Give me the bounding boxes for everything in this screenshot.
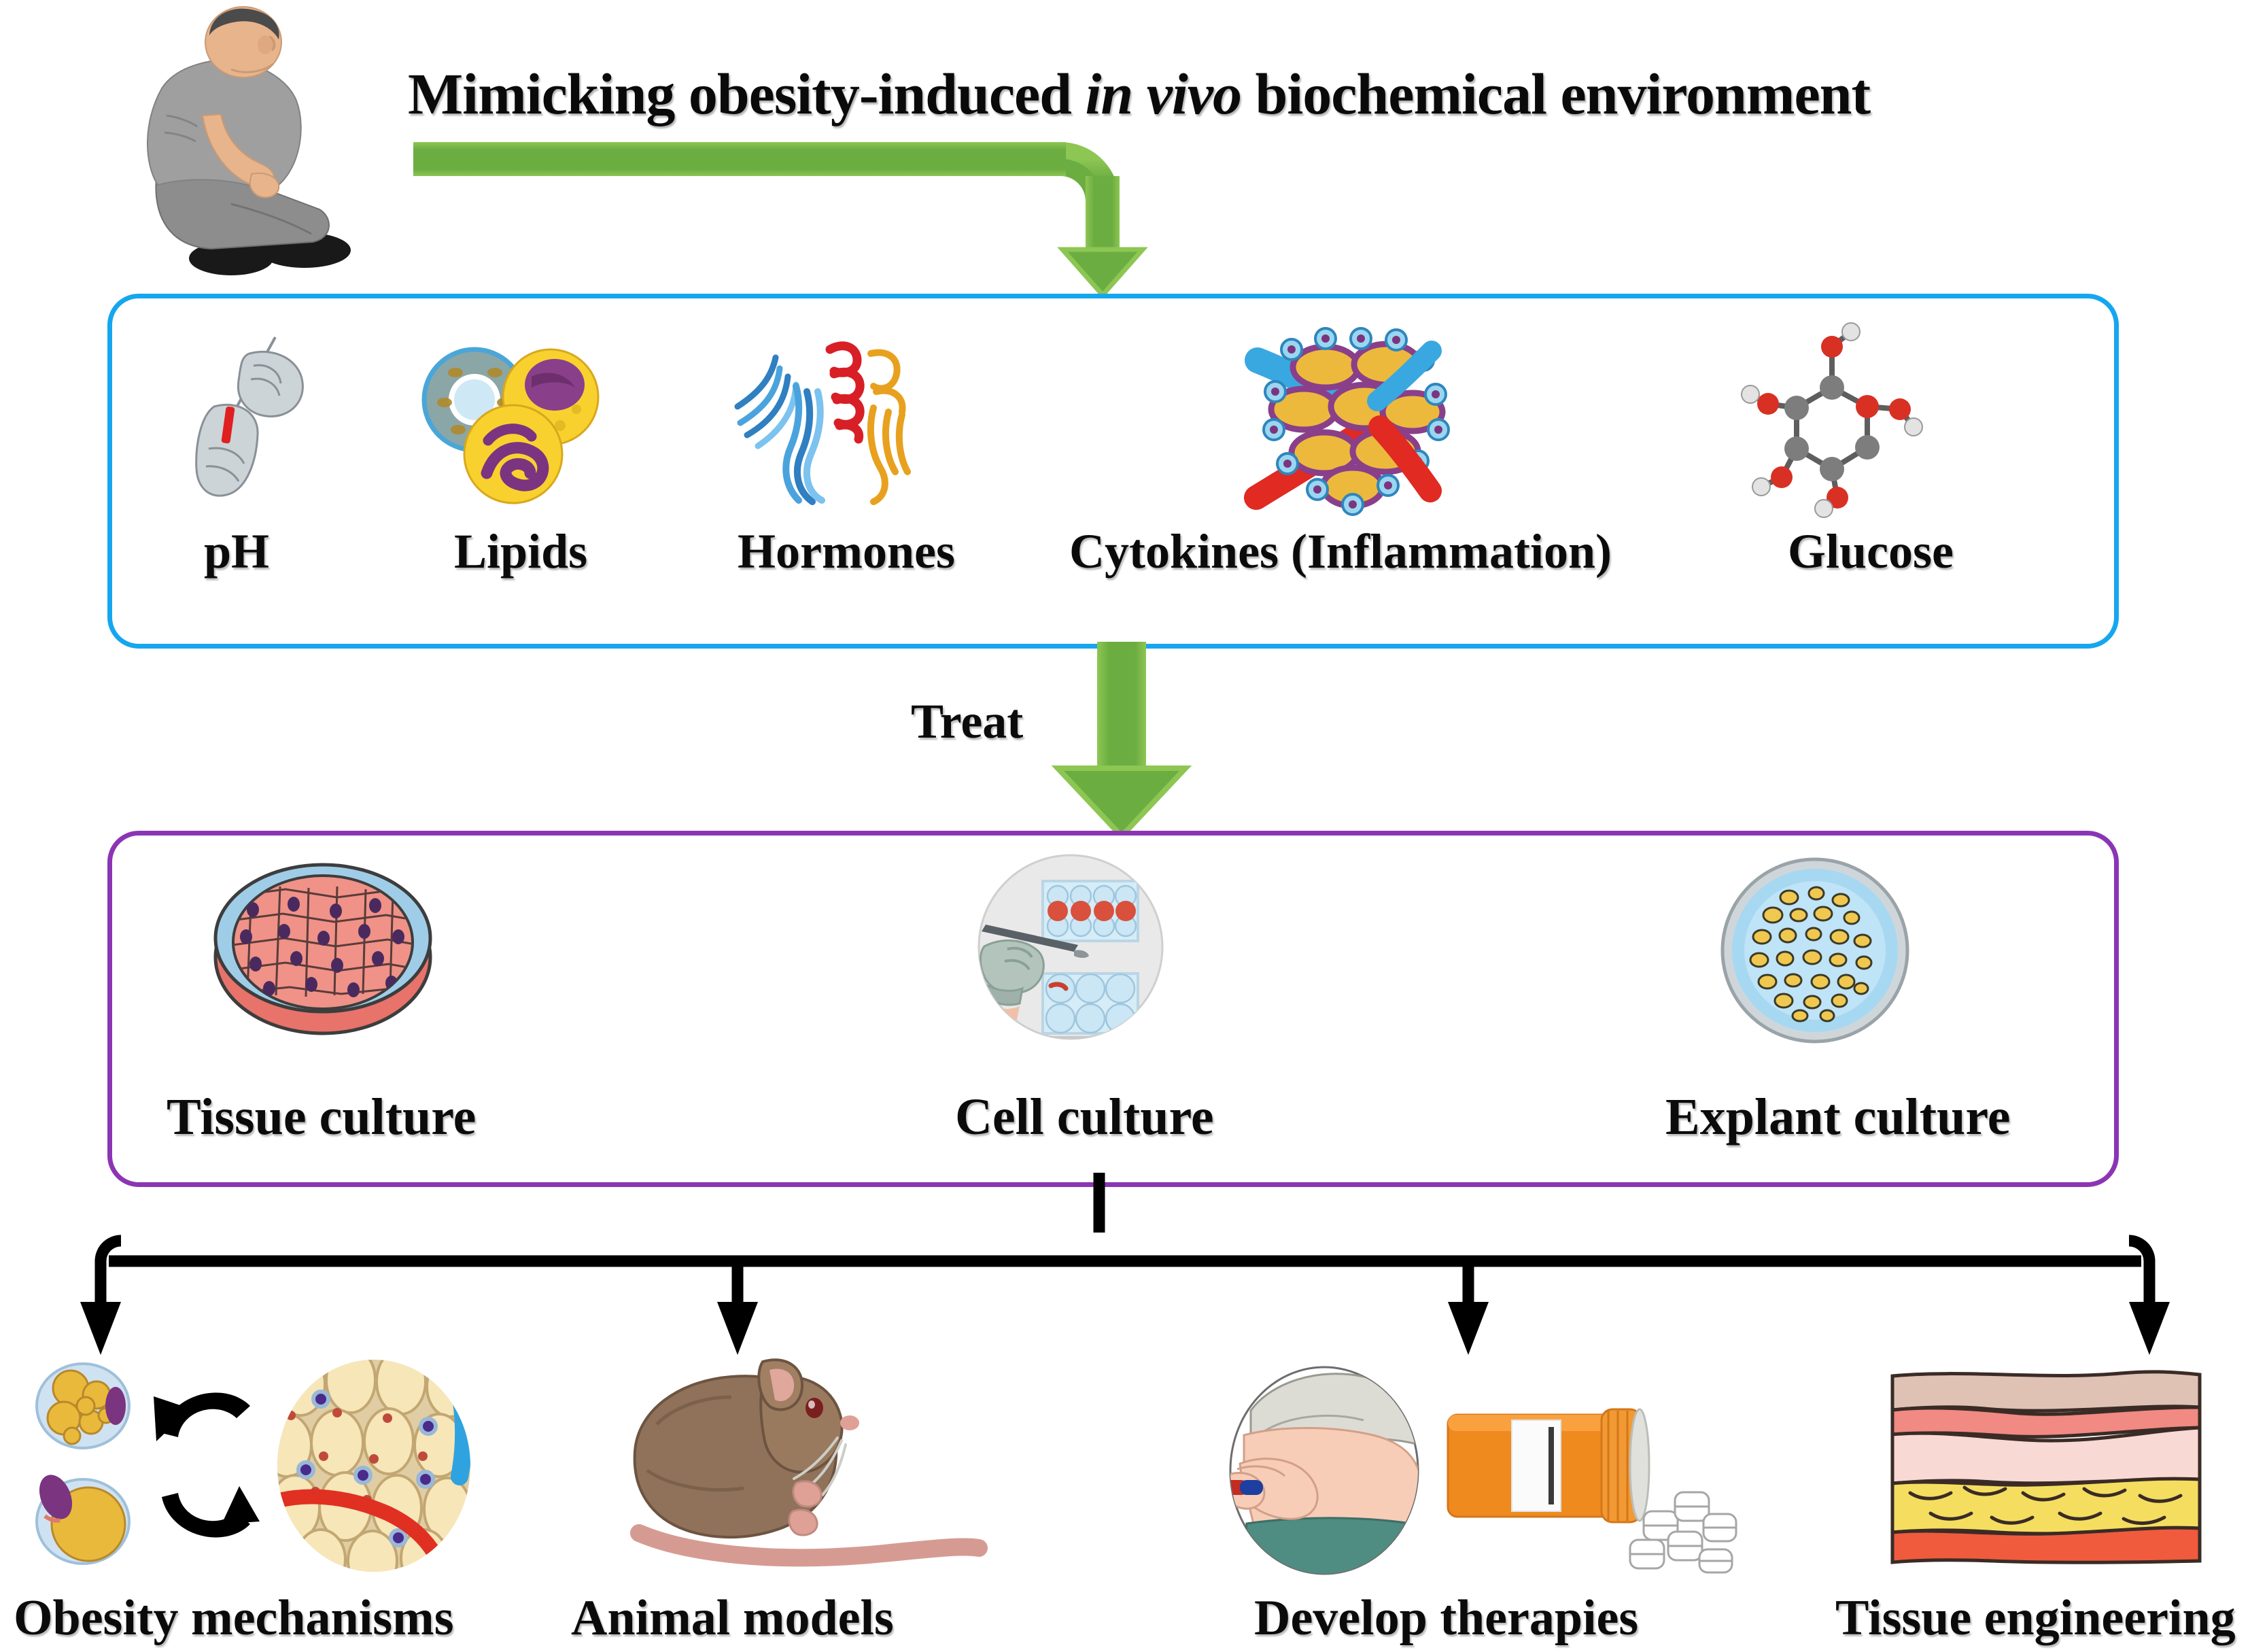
treat-label: Treat: [911, 694, 1024, 748]
factor-label-lipids: Lipids: [454, 524, 588, 579]
arrow-down-icon: [1047, 642, 1196, 840]
factor-label-hormones: Hormones: [738, 524, 955, 579]
pill-bottle-patient-icon: [1224, 1349, 1740, 1575]
glucose-molecule-icon: [1730, 322, 1954, 518]
culture-label-cell: Cell culture: [955, 1088, 1214, 1146]
cytokine-cluster-icon: [1244, 320, 1468, 517]
adipocyte-cycle-icon: [20, 1353, 483, 1577]
culture-label-explant: Explant culture: [1665, 1088, 2011, 1146]
outcome-label-obesity-mechanisms: Obesity mechanisms: [14, 1590, 454, 1646]
gloved-hand-ph-strip-icon: [173, 333, 330, 503]
factor-label-glucose: Glucose: [1788, 524, 1954, 579]
branching-arrows-icon: [68, 1173, 2182, 1363]
outcome-label-animal-models: Animal models: [571, 1590, 894, 1646]
obese-person-sitting-icon: [129, 6, 415, 279]
culture-label-tissue: Tissue culture: [167, 1088, 477, 1146]
gloved-hand-well-plate-icon: [972, 850, 1169, 1047]
title-part-1: Mimicking obesity-induced: [408, 61, 1086, 126]
protein-ribbon-structure-icon: [731, 326, 935, 510]
factor-label-cytokines: Cytokines (Inflammation): [1069, 524, 1612, 579]
petri-dish-explants-icon: [1713, 855, 1917, 1046]
lipid-droplet-cells-icon: [415, 340, 605, 510]
title-part-2: biochemical environment: [1241, 61, 1871, 126]
skin-layers-cross-section-icon: [1890, 1360, 2202, 1564]
rodent-icon: [598, 1349, 1074, 1581]
elbow-arrow-down-icon: [408, 142, 1162, 299]
outcome-label-develop-therapies: Develop therapies: [1254, 1590, 1639, 1646]
title-italic: in vivo: [1085, 61, 1242, 126]
factor-label-ph: pH: [204, 524, 270, 579]
petri-dish-tissue-icon: [204, 855, 442, 1039]
outcome-label-tissue-engineering: Tissue engineering: [1835, 1590, 2236, 1646]
page-title: Mimicking obesity-induced in vivo bioche…: [408, 60, 1871, 128]
